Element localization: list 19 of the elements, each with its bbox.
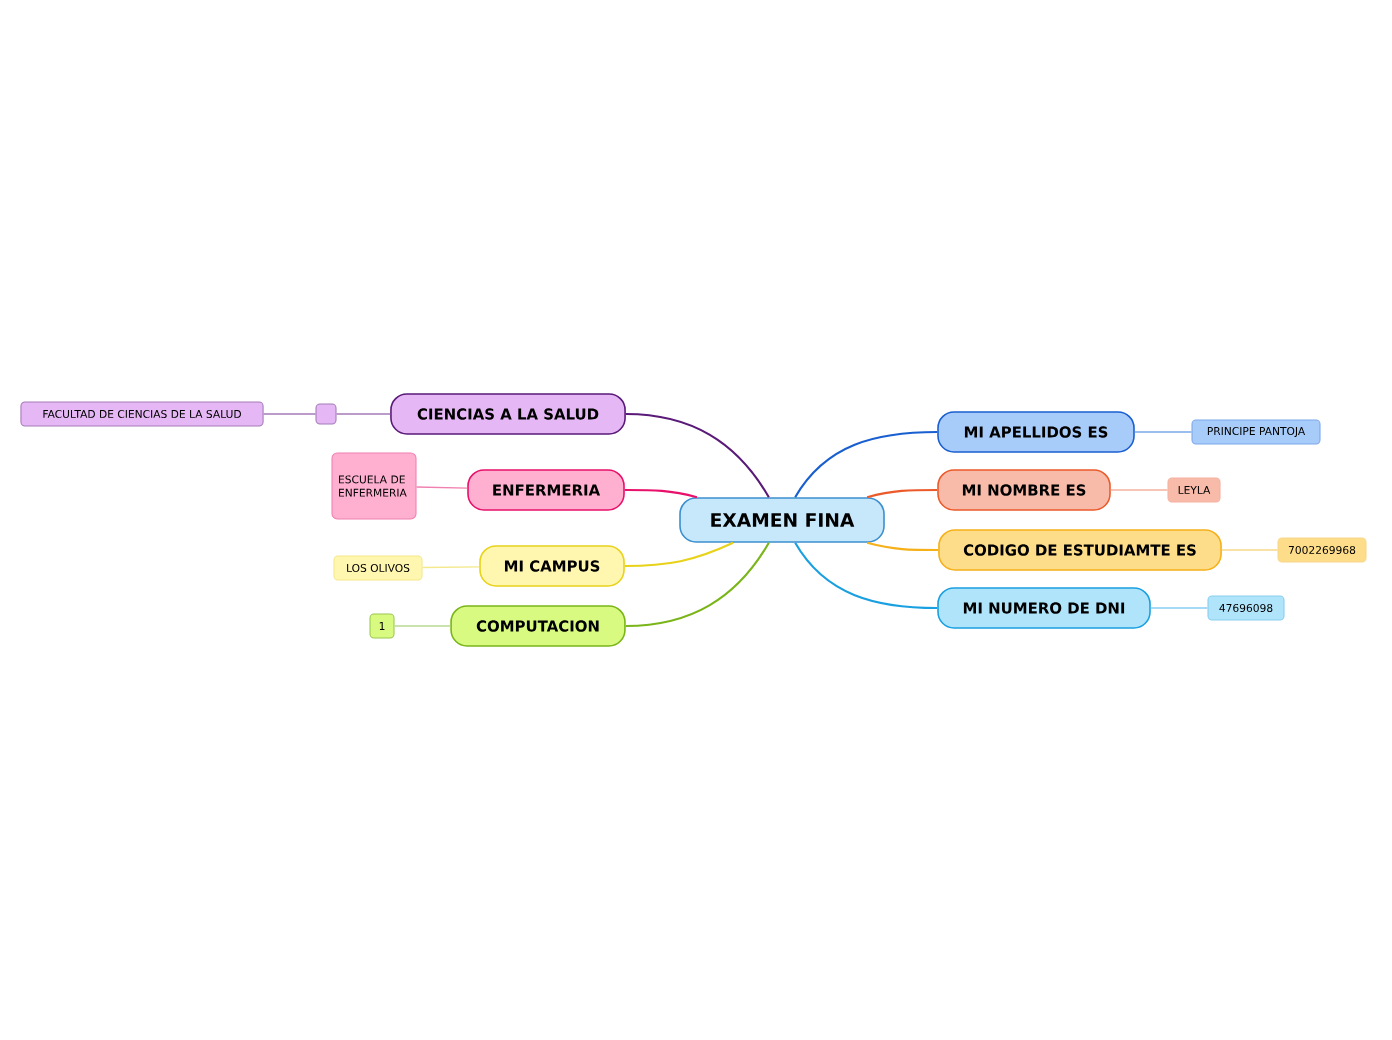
connector bbox=[1221, 549, 1279, 551]
connector bbox=[1110, 489, 1169, 491]
connector bbox=[421, 566, 480, 569]
connector bbox=[624, 541, 734, 568]
connector bbox=[866, 541, 939, 552]
connector bbox=[415, 486, 468, 489]
connector bbox=[624, 488, 698, 499]
connector bbox=[262, 413, 317, 415]
connector bbox=[625, 542, 770, 628]
empty-box bbox=[315, 403, 337, 425]
connector bbox=[1150, 607, 1209, 609]
connector bbox=[335, 413, 391, 415]
connector bbox=[794, 542, 938, 610]
central-topic: EXAMEN FINA bbox=[679, 497, 885, 543]
connector bbox=[625, 412, 770, 498]
connector bbox=[1134, 431, 1193, 433]
connector bbox=[866, 488, 938, 499]
connector bbox=[794, 430, 938, 498]
connector bbox=[393, 625, 451, 627]
